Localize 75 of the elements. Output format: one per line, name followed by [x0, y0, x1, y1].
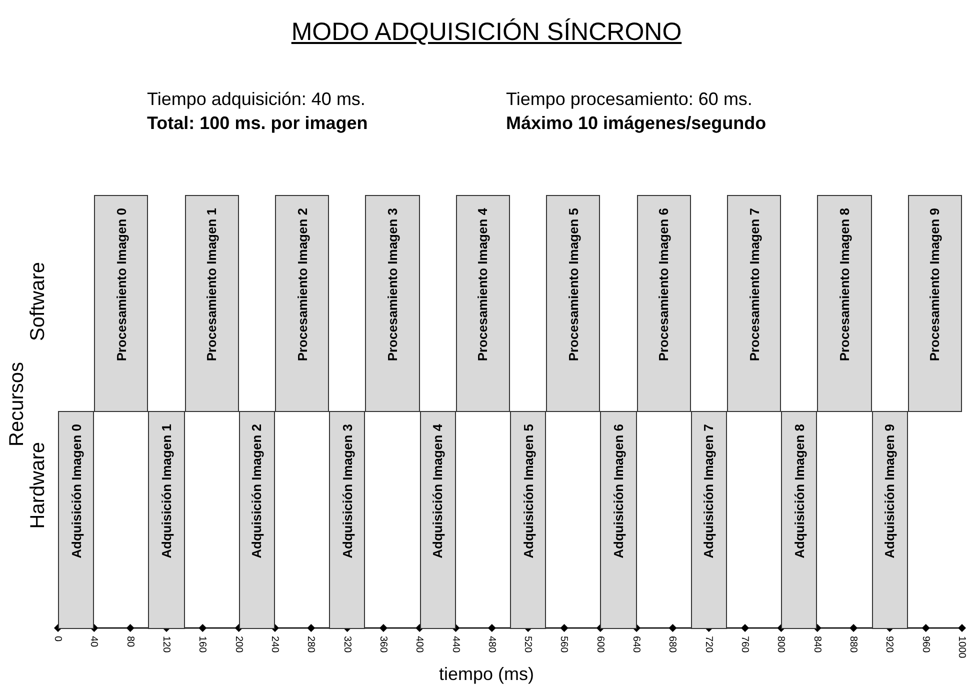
header-text: Máximo 10 imágenes/segundo: [506, 113, 766, 134]
tick-label: 120: [160, 636, 172, 653]
tick-label: 0: [52, 636, 63, 642]
task-bar: [600, 411, 637, 629]
tick-label: 80: [124, 636, 136, 648]
task-label: Adquisición Imagen 5: [520, 424, 536, 558]
task-bar: [872, 411, 908, 629]
task-bar: [94, 195, 148, 412]
axis-label: Software: [27, 262, 50, 341]
task-label: Adquisición Imagen 8: [792, 424, 807, 558]
task-bar: [238, 411, 275, 629]
header-text: Tiempo adquisición: 40 ms.: [147, 89, 366, 110]
task-label: Adquisición Imagen 2: [249, 424, 264, 558]
task-label: Adquisición Imagen 0: [68, 424, 84, 558]
task-bar: [329, 411, 366, 629]
tick-label: 560: [558, 636, 570, 653]
tick-label: 360: [377, 636, 388, 653]
task-bar: [420, 411, 456, 629]
tick-label: 920: [884, 636, 895, 653]
task-label: Procesamiento Imagen 0: [114, 208, 129, 362]
task-bar: [274, 195, 330, 412]
tick-label: 200: [232, 636, 244, 653]
task-label: Adquisición Imagen 4: [430, 424, 446, 558]
task-bar: [184, 195, 239, 412]
tick-label: 440: [450, 636, 461, 653]
tick-label: 640: [630, 636, 642, 653]
task-bar: [636, 195, 691, 412]
task-label: Adquisición Imagen 6: [610, 424, 626, 558]
task-label: Procesamiento Imagen 9: [927, 208, 942, 362]
tick-label: 280: [305, 636, 316, 653]
task-label: Procesamiento Imagen 2: [294, 208, 310, 362]
tick-label: 760: [739, 636, 750, 653]
task-bar: [781, 411, 818, 629]
header-text: Tiempo procesamiento: 60 ms.: [506, 89, 752, 110]
task-bar: [456, 195, 510, 412]
tick-label: 480: [486, 636, 497, 653]
task-bar: [546, 195, 600, 412]
header-text: Total: 100 ms. por imagen: [147, 113, 368, 134]
tick-label: 1000: [956, 636, 967, 658]
tick-label: 400: [414, 636, 425, 653]
tick-label: 840: [811, 636, 822, 653]
tick-label: 600: [594, 636, 606, 653]
tick-label: 520: [522, 636, 534, 653]
task-label: Procesamiento Imagen 4: [475, 208, 490, 362]
tick-label: 880: [848, 636, 859, 653]
task-bar: [690, 411, 727, 629]
task-label: Procesamiento Imagen 5: [566, 208, 581, 362]
task-label: Procesamiento Imagen 1: [204, 208, 220, 362]
task-label: Adquisición Imagen 9: [882, 424, 898, 558]
task-bar: [148, 411, 185, 629]
task-label: Adquisición Imagen 7: [701, 424, 716, 558]
axis-label: tiempo (ms): [438, 664, 535, 685]
axis-label: Hardware: [27, 442, 50, 529]
task-label: Procesamiento Imagen 8: [836, 208, 852, 362]
task-bar: [58, 411, 94, 629]
task-label: Adquisición Imagen 1: [158, 424, 174, 558]
task-label: Procesamiento Imagen 3: [384, 208, 400, 362]
task-bar: [510, 411, 546, 629]
task-bar: [908, 195, 962, 412]
axis-label: Recursos: [6, 362, 29, 446]
tick-label: 960: [920, 636, 931, 653]
task-label: Procesamiento Imagen 7: [746, 208, 762, 362]
task-bar: [726, 195, 782, 412]
task-bar: [817, 195, 872, 412]
tick-label: 320: [341, 636, 352, 653]
tick-label: 240: [268, 636, 280, 653]
tick-label: 800: [775, 636, 786, 653]
tick-label: 680: [666, 636, 678, 653]
tick-label: 40: [88, 636, 100, 648]
diagram-title: MODO ADQUISICIÓN SÍNCRONO: [290, 18, 683, 47]
task-label: Adquisición Imagen 3: [340, 424, 355, 558]
tick-label: 720: [702, 636, 714, 653]
task-bar: [365, 195, 420, 412]
tick-label: 160: [196, 636, 208, 653]
task-label: Procesamiento Imagen 6: [656, 208, 672, 362]
